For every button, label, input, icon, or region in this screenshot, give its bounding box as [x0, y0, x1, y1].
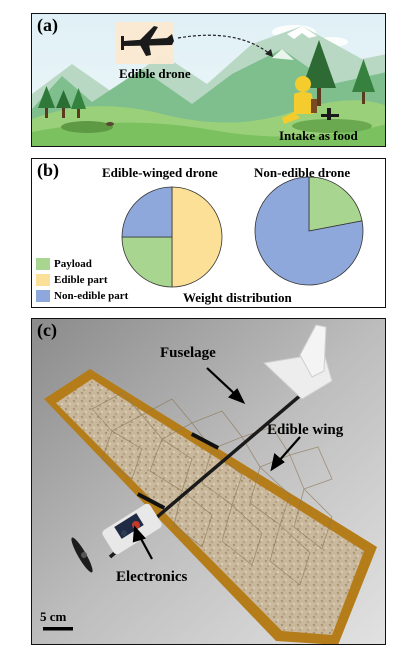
edible-wing-label: Edible wing: [267, 422, 344, 438]
small-drone-icon: [321, 108, 339, 120]
panel-label-b: (b): [37, 160, 59, 180]
tree-icon: [38, 86, 86, 118]
legend-item-non-edible: Non-edible part: [36, 288, 128, 304]
intake-label: Intake as food: [279, 128, 358, 143]
electronics-label: Electronics: [116, 569, 188, 585]
person-icon: [282, 76, 317, 124]
panel-b-pie-charts: (b) Edible-winged drone Non-edible drone…: [31, 158, 386, 308]
chart-title-non-edible: Non-edible drone: [254, 165, 351, 180]
legend-swatch-non-edible: [36, 290, 50, 302]
legend-item-edible: Edible part: [36, 272, 128, 288]
edible-drone-label: Edible drone: [119, 66, 191, 81]
drone-icon: [121, 26, 174, 56]
panel-label-c: (c): [37, 320, 57, 340]
panel-label-a: (a): [37, 15, 58, 35]
trajectory-arrow: [177, 34, 271, 55]
weight-distribution-label: Weight distribution: [183, 290, 292, 305]
legend-label-payload: Payload: [54, 258, 92, 270]
panel-a-illustration: (a) Edible drone Intake as food: [31, 13, 386, 147]
scale-label: 5 cm: [40, 609, 67, 624]
edible-wing: [56, 379, 364, 635]
tail-fin: [299, 324, 327, 378]
legend-swatch-edible: [36, 274, 50, 286]
pie-slice-non-edible-drone-non-edible-part: [254, 176, 364, 286]
panel-c-photo: (c) Fuselage Edible wing Electronics 5 c…: [31, 318, 386, 645]
scale-bar: [43, 627, 73, 631]
legend-label-edible: Edible part: [54, 274, 108, 286]
pie-slice-edible-drone-non-edible-part: [121, 186, 173, 238]
pie-charts-svg: [121, 176, 364, 288]
drone-photo: [32, 319, 385, 644]
chart-title-edible: Edible-winged drone: [102, 165, 218, 180]
landscape-illustration: [32, 14, 385, 146]
legend-item-payload: Payload: [36, 256, 128, 272]
propeller-icon: [71, 537, 93, 573]
pie-slice-edible-drone-edible-part: [171, 186, 223, 288]
fuselage-label: Fuselage: [160, 345, 216, 361]
tree-icon: [302, 40, 375, 106]
legend: Payload Edible part Non-edible part: [36, 256, 128, 304]
pie-slice-non-edible-drone-payload: [308, 176, 363, 232]
pie-slice-edible-drone-payload: [121, 236, 173, 288]
legend-label-non-edible: Non-edible part: [54, 290, 129, 302]
legend-swatch-payload: [36, 258, 50, 270]
